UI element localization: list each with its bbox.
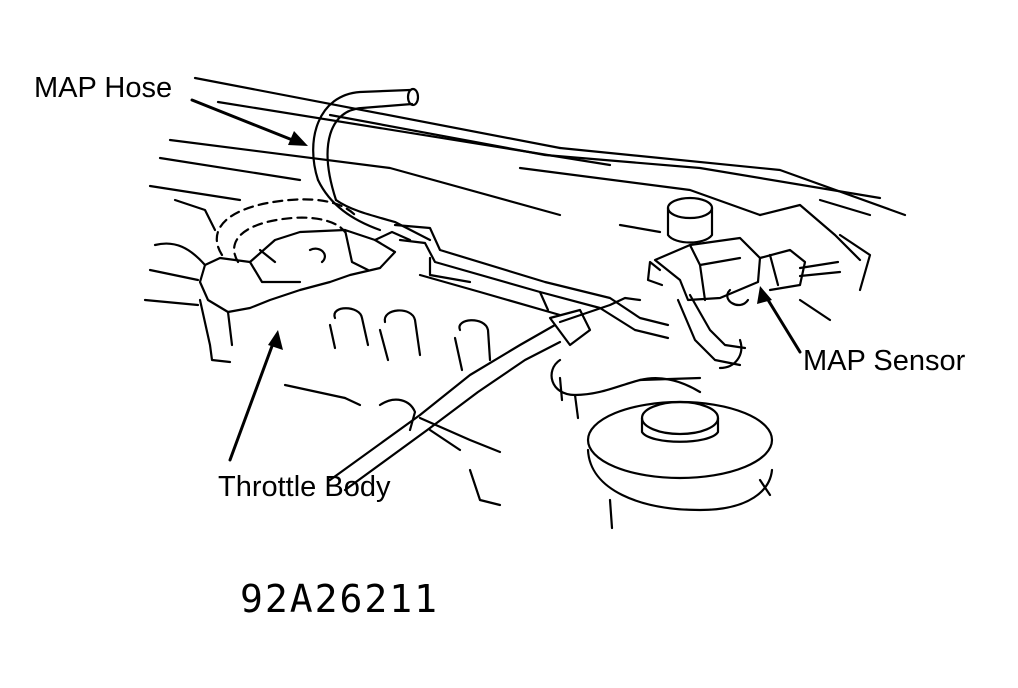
throttle-cable — [328, 296, 642, 507]
hood-panel-lines — [148, 76, 907, 262]
lower-hose — [550, 358, 702, 420]
vacuum-line — [393, 223, 670, 340]
figure-code: 92A26211 — [240, 577, 440, 621]
map-hose-label: MAP Hose — [34, 72, 173, 104]
map-hose — [312, 87, 432, 242]
fender-lines — [618, 223, 872, 322]
map-sensor-label: MAP Sensor — [803, 345, 966, 377]
throttle-body-label: Throttle Body — [218, 471, 391, 503]
throttle-body — [198, 228, 412, 364]
engine-left — [143, 198, 217, 307]
leader-arrows — [190, 98, 802, 462]
hidden-hose-dashed — [215, 198, 357, 264]
intake-runners — [283, 273, 562, 407]
map-sensor-assembly — [646, 196, 842, 370]
arrowheads — [268, 131, 772, 350]
strut-tower — [586, 400, 774, 530]
